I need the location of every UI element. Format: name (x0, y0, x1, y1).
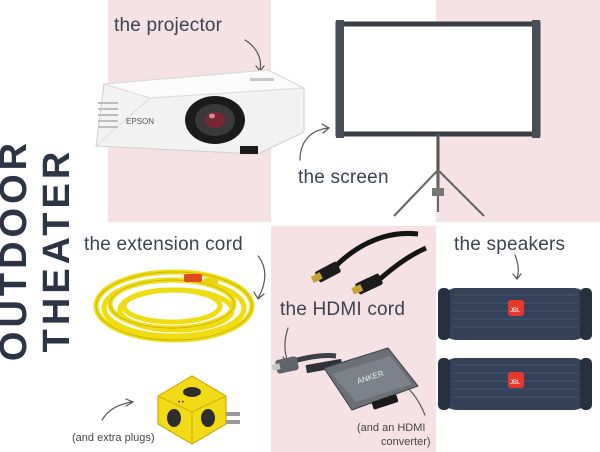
extension-cord-image (93, 269, 255, 343)
extension-cord-label: the extension cord (84, 234, 243, 255)
projector-image: EPSON (95, 69, 306, 155)
extra-plugs-image: • • (157, 375, 240, 445)
jbl-logo-top: JBL (510, 308, 521, 314)
epson-logo: EPSON (126, 117, 154, 126)
jbl-logo-bottom: JBL (510, 380, 521, 386)
extension-cord-note: (and extra plugs) (72, 432, 155, 444)
speaker-bottom-image: JBL (438, 358, 592, 410)
projector-label: the projector (114, 15, 223, 36)
hdmi-cord-label: the HDMI cord (280, 299, 406, 320)
hdmi-note-line2: converter) (381, 436, 431, 448)
screen-image (335, 20, 541, 217)
speaker-top-image: JBL (438, 288, 592, 340)
hdmi-note-line1: (and an HDMI (357, 422, 426, 434)
hdmi-panel (271, 226, 436, 452)
hdmi-adapter-image: ANKER (271, 347, 419, 411)
speakers-label: the speakers (454, 234, 566, 255)
svg-text:• •: • • (178, 400, 184, 406)
screen-label: the screen (298, 167, 389, 188)
hdmi-cord-image (310, 230, 428, 295)
